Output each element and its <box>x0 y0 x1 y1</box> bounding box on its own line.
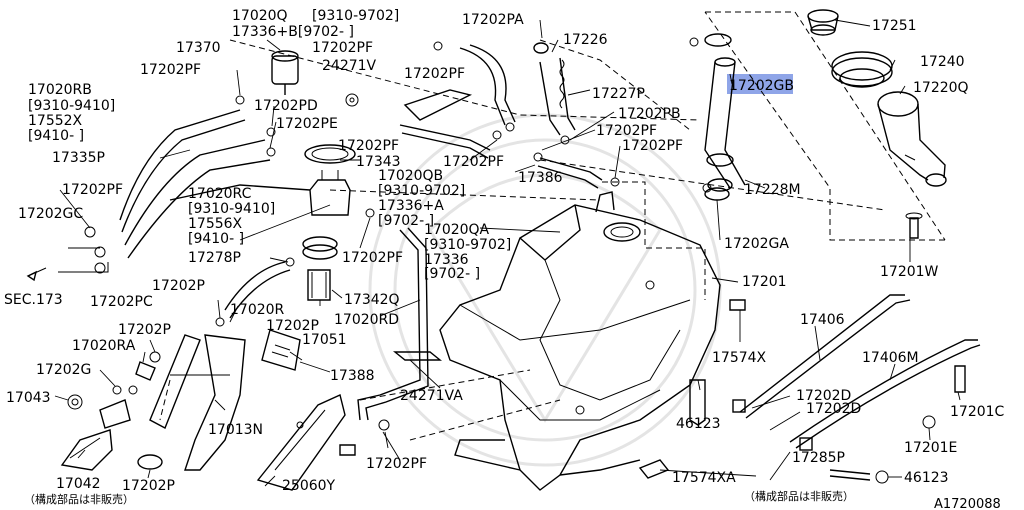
sender-unit-parts <box>60 334 346 491</box>
label-17020QA: 17020QA <box>424 222 490 238</box>
label-24271VA: 24271VA <box>400 388 463 404</box>
label-17202PB: 17202PB <box>618 106 681 122</box>
label-17202PF-1: 17202PF <box>312 40 373 56</box>
label-17556X: 17556X <box>188 216 243 232</box>
label-17202GC: 17202GC <box>18 206 83 222</box>
label-17202GA: 17202GA <box>724 236 789 252</box>
label-17552X: 17552X <box>28 113 83 129</box>
label-17202G: 17202G <box>36 362 91 378</box>
label-17043: 17043 <box>6 390 51 406</box>
diagram-code: A1720088 <box>934 497 1001 510</box>
label-17202PF-3: 17202PF <box>404 66 465 82</box>
label-17370: 17370 <box>176 40 221 56</box>
label-17406M: 17406M <box>862 350 919 366</box>
filler-neck <box>807 9 947 239</box>
label-9702-a: [9702- ] <box>378 213 434 229</box>
label-17201E: 17201E <box>904 440 957 456</box>
label-17020Q: 17020Q <box>232 8 288 24</box>
dashed-groupings <box>159 11 946 441</box>
label-SEC173: SEC.173 <box>4 292 63 308</box>
highlight-17202GB <box>727 74 793 94</box>
label-17227P: 17227P <box>592 86 645 102</box>
label-17013N: 17013N <box>208 422 263 438</box>
label-17202PF-7: 17202PF <box>443 154 504 170</box>
label-17202P-1: 17202P <box>152 278 205 294</box>
label-17202D-1: 17202D <box>796 388 851 404</box>
label-17020RD: 17020RD <box>334 312 399 328</box>
note-not-sold-right: （構成部品は非販売） <box>744 489 854 503</box>
label-17202PF-4: 17202PF <box>596 123 657 139</box>
label-17202D-2: 17202D <box>806 401 861 417</box>
label-9310-9410-b: [9310-9410] <box>188 201 275 217</box>
label-17228M: 17228M <box>744 182 801 198</box>
label-9702-b: [9702- ] <box>424 266 480 282</box>
label-17202PE: 17202PE <box>276 116 338 132</box>
label-24271V: 24271V <box>322 58 377 74</box>
label-17386: 17386 <box>518 170 563 186</box>
label-9310-9702-b: [9310-9702] <box>378 183 465 199</box>
label-17020RA: 17020RA <box>72 338 136 354</box>
label-17285P: 17285P <box>792 450 845 466</box>
tank-bands <box>638 294 981 484</box>
label-17201W: 17201W <box>880 264 939 280</box>
note-not-sold-left: （構成部品は非販売） <box>24 492 134 506</box>
label-17042: 17042 <box>56 476 101 492</box>
label-17202GB: 17202GB <box>729 78 794 94</box>
label-9310-9702-a: [9310-9702] <box>312 8 399 24</box>
label-17343: 17343 <box>356 154 401 170</box>
vent-hoses <box>345 41 620 189</box>
label-9310-9410-a: [9310-9410] <box>28 98 115 114</box>
label-17278P: 17278P <box>188 250 241 266</box>
label-17202PF-6: 17202PF <box>622 138 683 154</box>
label-17020RC: 17020RC <box>188 186 252 202</box>
label-17220Q: 17220Q <box>913 80 969 96</box>
label-17051: 17051 <box>302 332 347 348</box>
label-9410-a: [9410- ] <box>28 128 84 144</box>
label-17020RB: 17020RB <box>28 82 92 98</box>
label-9310-9702-c: [9310-9702] <box>424 237 511 253</box>
label-17336A: 17336+A <box>378 198 444 214</box>
part-labels: 17020Q [9310-9702] 17336+B[9702- ] 17202… <box>4 8 1005 510</box>
label-17020QB: 17020QB <box>378 168 443 184</box>
label-17336B: 17336+B[9702- ] <box>232 24 354 40</box>
leader-lines <box>54 19 961 487</box>
label-17202PD: 17202PD <box>254 98 318 114</box>
label-17202PC: 17202PC <box>90 294 153 310</box>
label-17202PF-5: 17202PF <box>338 138 399 154</box>
label-46123-a: 46123 <box>676 416 721 432</box>
label-17574XA: 17574XA <box>672 470 736 486</box>
label-17202PF-8: 17202PF <box>62 182 123 198</box>
label-17201: 17201 <box>742 274 787 290</box>
label-17202P-4: 17202P <box>122 478 175 494</box>
label-17226: 17226 <box>563 32 608 48</box>
label-17202PA: 17202PA <box>462 12 524 28</box>
label-17202PF-2: 17202PF <box>140 62 201 78</box>
fuel-filter-and-lines <box>26 50 311 282</box>
label-17202P-2: 17202P <box>266 318 319 334</box>
label-17406: 17406 <box>800 312 845 328</box>
label-17574X: 17574X <box>712 350 767 366</box>
label-17251: 17251 <box>872 18 917 34</box>
label-17201C: 17201C <box>950 404 1005 420</box>
label-17020R: 17020R <box>230 302 285 318</box>
label-46123-b: 46123 <box>904 470 949 486</box>
label-9410-b: [9410- ] <box>188 231 244 247</box>
fuel-tank <box>439 191 721 491</box>
pipe-17020RD <box>339 227 442 456</box>
label-17335P: 17335P <box>52 150 105 166</box>
filler-hose <box>689 33 746 201</box>
label-25060Y: 25060Y <box>282 478 336 494</box>
label-17240: 17240 <box>920 54 965 70</box>
label-17202PF-9: 17202PF <box>342 250 403 266</box>
label-17388: 17388 <box>330 368 375 384</box>
label-17202P-3: 17202P <box>118 322 171 338</box>
label-17202PF-10: 17202PF <box>366 456 427 472</box>
label-17342Q: 17342Q <box>344 292 400 308</box>
label-17336: 17336 <box>424 252 469 268</box>
